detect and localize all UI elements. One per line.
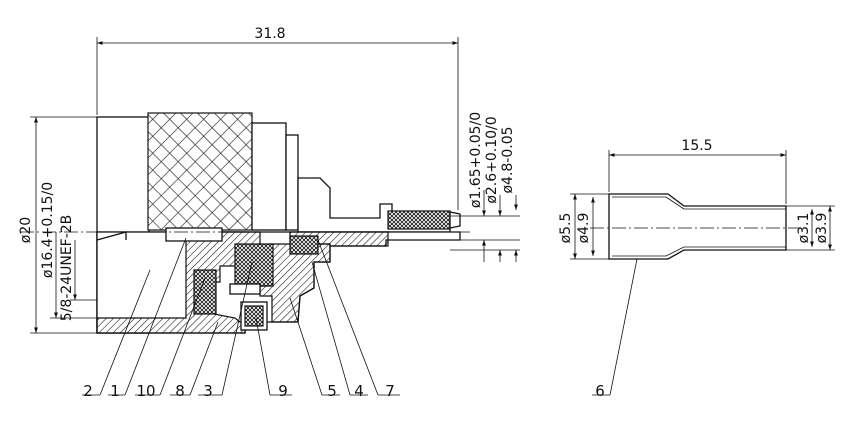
dim-ferrule-4-9: ø4.9 bbox=[576, 213, 592, 244]
part-label-8: 8 bbox=[175, 382, 185, 400]
part-label-7: 7 bbox=[385, 382, 395, 400]
crimp-ferrule bbox=[590, 193, 800, 260]
dim-ferrule-length: 15.5 bbox=[681, 138, 712, 154]
insulator-small bbox=[289, 235, 319, 255]
dim-pin-4-8: ø4.8-0.05 bbox=[500, 126, 516, 193]
dimension-lines bbox=[30, 37, 835, 334]
dim-diameter-20: ø20 bbox=[18, 217, 34, 243]
dim-diameter-16-4: ø16.4+0.15/0 bbox=[40, 182, 56, 278]
part-label-6: 6 bbox=[595, 382, 605, 400]
connector-body bbox=[20, 112, 470, 334]
knurled-nut bbox=[147, 112, 253, 231]
dim-ferrule-5-5: ø5.5 bbox=[558, 213, 574, 244]
insulator-bottom bbox=[193, 269, 217, 315]
dim-thread: 5/8-24UNEF-2B bbox=[59, 215, 75, 322]
clamp-ring bbox=[244, 305, 264, 327]
part-label-4: 4 bbox=[354, 382, 364, 400]
dim-overall-length: 31.8 bbox=[254, 26, 285, 42]
dim-pin-2-6: ø2.6+0.10/0 bbox=[484, 116, 500, 203]
part-label-2: 2 bbox=[83, 382, 93, 400]
dim-ferrule-3-1: ø3.1 bbox=[796, 213, 812, 244]
dim-ferrule-3-9: ø3.9 bbox=[814, 213, 830, 244]
center-pin bbox=[387, 210, 451, 230]
dim-pin-1-65: ø1.65+0.05/0 bbox=[468, 112, 484, 208]
part-label-3: 3 bbox=[203, 382, 213, 400]
leader-lines bbox=[82, 237, 638, 396]
part-label-9: 9 bbox=[278, 382, 288, 400]
insulator-top bbox=[234, 243, 274, 287]
part-label-5: 5 bbox=[327, 382, 337, 400]
part-label-10: 10 bbox=[136, 382, 155, 400]
part-label-1: 1 bbox=[110, 382, 120, 400]
